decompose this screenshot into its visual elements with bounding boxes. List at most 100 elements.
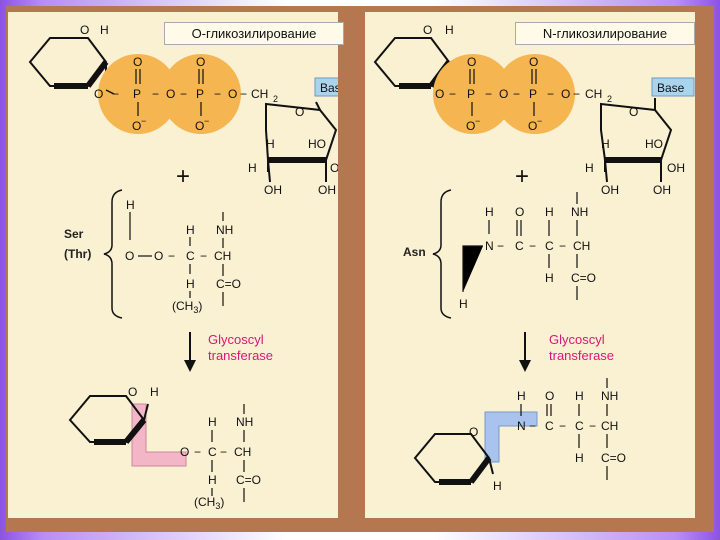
o-glycosylation-diagram: O H O − P − O − P − O O O O: [28, 23, 338, 511]
n-o-link-1: O: [435, 87, 444, 101]
p2-oxygen-top: O: [196, 55, 205, 69]
ser-oh-oxygen: O: [125, 249, 134, 263]
asn-amide-o: O: [515, 205, 524, 219]
asn-ca: CH: [573, 239, 590, 253]
n-ribose-h1: H: [601, 137, 610, 151]
serine-structure: H O H O − C − CH H NH C=O (CH3): [125, 198, 241, 315]
reaction-arrow-head: [184, 360, 196, 372]
n-p2-charge: −: [537, 116, 542, 126]
n-glycosylation-panel: N-гликозилирование O H O − P − O − P −: [365, 12, 695, 518]
brace: [103, 189, 123, 319]
n-product-nh: NH: [601, 389, 618, 403]
udp-phosphate-group: O − P − O − P − O O O O − O −: [94, 54, 241, 134]
asn-bond-1: −: [497, 239, 504, 253]
n-product-cb-h-bottom: H: [575, 451, 584, 465]
ser-h-top: H: [126, 198, 135, 212]
ser-carbonyl: C=O: [216, 277, 241, 291]
n-ribose-oh-right: OH: [667, 161, 685, 175]
ser-cb: C: [186, 249, 195, 263]
p1-charge: −: [141, 116, 146, 126]
ribose-oxygen: O: [295, 105, 304, 119]
p1-oxygen-bottom: O: [132, 119, 141, 133]
ser-bond-1: −: [168, 249, 175, 263]
n-product-amide-h: H: [517, 389, 526, 403]
asn-cb-h-top: H: [545, 205, 554, 219]
thr-label: (Thr): [64, 247, 91, 261]
n-plus-sign: +: [515, 163, 529, 190]
asn-cb: C: [545, 239, 554, 253]
ribose-oh-1: OH: [264, 183, 282, 197]
ring-hydrogen: H: [100, 23, 109, 37]
base-label: Base: [320, 81, 338, 95]
n-p2-oxygen-bottom: O: [528, 119, 537, 133]
n-bond-2: −: [485, 87, 492, 101]
cb-h: H: [186, 277, 195, 291]
asn-amide-h-top: H: [485, 205, 494, 219]
n-reaction-arrow-head: [519, 360, 531, 372]
o-link-2: O: [228, 87, 237, 101]
n-ribose-ho: HO: [645, 137, 663, 151]
n-phosphorus-1: P: [467, 87, 475, 101]
sugar-ring-top: [28, 37, 109, 90]
n-glycosylation-diagram: O H O − P − O − P − O O O O −: [373, 23, 695, 493]
asn-bond-3: −: [559, 239, 566, 253]
n-product-bond-3: −: [589, 419, 596, 433]
n-product-cb: C: [575, 419, 584, 433]
n-product-n: N: [517, 419, 526, 433]
product-h-top: H: [208, 415, 217, 429]
n-ribose-oh-2: OH: [653, 183, 671, 197]
n-ribose-oh-1: OH: [601, 183, 619, 197]
bond-2: −: [152, 87, 159, 101]
n-p1-oxygen-top: O: [467, 55, 476, 69]
product-sidechain: (CH3): [194, 495, 224, 511]
product-h-bottom: H: [208, 473, 217, 487]
n-product-amide-o: O: [545, 389, 554, 403]
n-product-carbonyl: C=O: [601, 451, 626, 465]
product-bond-1: −: [194, 445, 201, 459]
p2-charge: −: [204, 116, 209, 126]
asn-carbonyl: C=O: [571, 271, 596, 285]
n-product-ring-oxygen: O: [469, 425, 478, 439]
product-o: O: [180, 445, 189, 459]
n-o-bridge: O: [499, 87, 508, 101]
ch2-subscript: 2: [273, 94, 278, 104]
o-bridge: O: [166, 87, 175, 101]
udp-phosphate-group-n: O − P − O − P − O O O O − O −: [433, 54, 575, 134]
ribose-oh-2: OH: [318, 183, 336, 197]
base-box: [314, 77, 338, 97]
n-ch2-group: CH: [585, 87, 602, 101]
n-phosphorus-2: P: [529, 87, 537, 101]
ser-sidechain: (CH3): [172, 299, 202, 315]
product-bond-2: −: [220, 445, 227, 459]
phosphorus-1: P: [133, 87, 141, 101]
n-base-box: [651, 77, 695, 97]
p2-oxygen-bottom: O: [195, 119, 204, 133]
n-product-cb-h-top: H: [575, 389, 584, 403]
product-nh: NH: [236, 415, 253, 429]
n-ribose-h2: H: [585, 161, 594, 175]
n-product-ring-h: H: [493, 479, 502, 493]
n-bond-4: −: [547, 87, 554, 101]
asn-nh: NH: [571, 205, 588, 219]
n-bond-3: −: [513, 87, 520, 101]
asn-amide-h-bottom: H: [459, 297, 468, 311]
n-enzyme-name-line2: transferase: [549, 348, 614, 363]
product-ring-h: H: [150, 385, 159, 399]
n-ch2-subscript: 2: [607, 94, 612, 104]
n-base-label: Base: [657, 81, 685, 95]
ser-nh: NH: [216, 223, 233, 237]
p1-oxygen-top: O: [133, 55, 142, 69]
ser-ca: CH: [214, 249, 231, 263]
o-link-1: O: [94, 87, 103, 101]
ribose-h1: H: [266, 137, 275, 151]
ser-bond-2: −: [200, 249, 207, 263]
n-p2-oxygen-top: O: [529, 55, 538, 69]
ribose-ring: [265, 101, 338, 183]
n-bond-5: −: [573, 87, 580, 101]
n-product-ca: CH: [601, 419, 618, 433]
o-linked-product: O H O − C − CH H NH H C=O (CH3): [68, 385, 261, 511]
enzyme-name-line1: Glycoscyl: [208, 332, 264, 347]
o-glycosylation-title: О-гликозилирование: [164, 22, 344, 45]
n-p1-oxygen-bottom: O: [466, 119, 475, 133]
